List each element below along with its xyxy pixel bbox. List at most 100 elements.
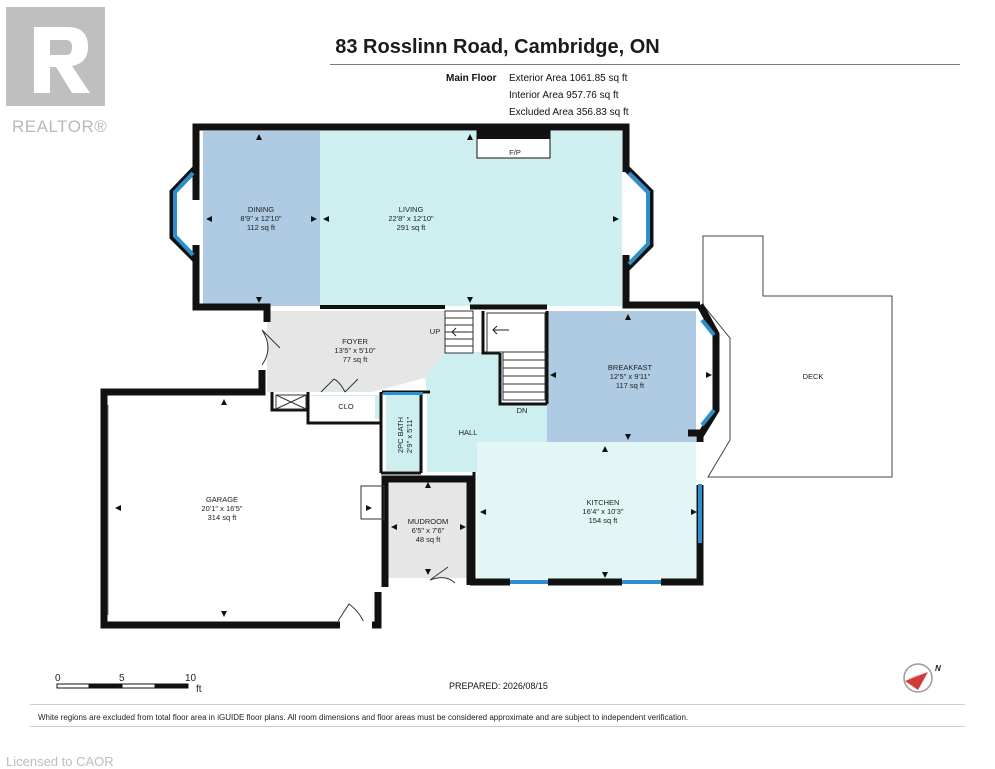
dining-area: 112 sq ft	[247, 223, 276, 232]
svg-text:48 sq ft: 48 sq ft	[416, 535, 442, 544]
breakfast-fill	[547, 311, 696, 442]
doors	[261, 329, 456, 626]
deck-label: DECK	[803, 372, 824, 381]
deck-outline	[702, 235, 893, 478]
excluded-area: Excluded Area 356.83 sq ft	[509, 107, 629, 118]
floor-name: Main Floor	[446, 73, 497, 84]
living-area: 291 sq ft	[397, 223, 427, 232]
kitchen-dims: 16'4" x 10'3"	[582, 507, 623, 516]
living-name: LIVING	[399, 205, 424, 214]
svg-text:8'9" x 12'10": 8'9" x 12'10"	[240, 214, 281, 223]
breakfast-dims: 12'5" x 9'11"	[610, 372, 651, 381]
license-watermark: Licensed to CAOR	[6, 754, 114, 769]
scale-unit: ft	[196, 684, 202, 695]
scale-label-10: 10	[185, 673, 197, 684]
svg-text:FOYER: FOYER	[342, 337, 368, 346]
svg-text:20'1" x 16'5": 20'1" x 16'5"	[201, 504, 242, 513]
svg-text:6'5" x 7'6": 6'5" x 7'6"	[412, 526, 445, 535]
svg-text:DN: DN	[517, 406, 528, 415]
dining-dims: 8'9" x 12'10"	[240, 214, 281, 223]
garage-fill	[112, 396, 375, 620]
breakfast-area: 117 sq ft	[616, 381, 645, 390]
breakfast-name: BREAKFAST	[608, 363, 653, 372]
svg-text:12'5" x 9'11": 12'5" x 9'11"	[610, 372, 651, 381]
interior-area: Interior Area 957.76 sq ft	[509, 90, 619, 101]
scale-label-0: 0	[55, 673, 61, 684]
svg-text:N: N	[935, 664, 941, 673]
fireplace-hearth	[477, 131, 550, 139]
svg-text:112 sq ft: 112 sq ft	[247, 223, 276, 232]
stairs-up	[444, 310, 474, 354]
scale-bar	[56, 683, 189, 689]
svg-text:13'5" x 5'10": 13'5" x 5'10"	[334, 346, 375, 355]
stairs-down-label: DN	[517, 406, 528, 415]
bay-window-left-glass	[173, 171, 195, 257]
svg-text:UP: UP	[430, 327, 440, 336]
svg-text:314 sq ft: 314 sq ft	[208, 513, 238, 522]
scale-label-5: 5	[119, 673, 125, 684]
svg-text:BREAKFAST: BREAKFAST	[608, 363, 653, 372]
svg-text:DECK: DECK	[803, 372, 824, 381]
svg-text:154 sq ft: 154 sq ft	[589, 516, 619, 525]
foyer-dims: 13'5" x 5'10"	[334, 346, 375, 355]
bath-window-frame	[383, 392, 423, 395]
bath-name: 2PC BATH	[396, 417, 405, 453]
svg-text:GARAGE: GARAGE	[206, 495, 238, 504]
garage-dims: 20'1" x 16'5"	[201, 504, 242, 513]
bath-fill	[386, 395, 420, 471]
svg-text:0: 0	[55, 673, 61, 684]
compass-icon	[903, 663, 933, 693]
garage-area: 314 sq ft	[208, 513, 238, 522]
stair-arrows	[451, 325, 509, 337]
breakfast-bay-glass	[700, 318, 716, 427]
garage-closet-cross	[275, 394, 307, 410]
svg-text:ft: ft	[196, 684, 202, 695]
realtor-logo-mark	[6, 7, 105, 106]
svg-text:CLO: CLO	[338, 402, 354, 411]
realtor-logo-text: REALTOR®	[12, 117, 108, 136]
garage-door-gap	[340, 621, 372, 629]
svg-text:22'8" x 12'10": 22'8" x 12'10"	[388, 214, 434, 223]
footer-divider-bottom	[30, 726, 965, 727]
foyer-name: FOYER	[342, 337, 368, 346]
svg-text:291 sq ft: 291 sq ft	[397, 223, 427, 232]
exterior-area: Exterior Area 1061.85 sq ft	[509, 73, 628, 84]
foyer-fill	[267, 311, 445, 392]
kitchen-fill	[477, 442, 696, 579]
svg-text:117 sq ft: 117 sq ft	[616, 381, 645, 390]
svg-text:KITCHEN: KITCHEN	[587, 498, 620, 507]
svg-text:2'9" x 5'11": 2'9" x 5'11"	[405, 416, 414, 453]
stairs-up-label: UP	[430, 327, 440, 336]
mudroom-fill	[388, 479, 470, 578]
disclaimer-text: White regions are excluded from total fl…	[38, 713, 689, 722]
hall-label: HALL	[459, 428, 478, 437]
interior-walls	[270, 311, 549, 582]
mudroom-dims: 6'5" x 7'6"	[412, 526, 445, 535]
svg-text:2PC BATH: 2PC BATH	[396, 417, 405, 453]
closet-label: CLO	[338, 402, 354, 411]
title-divider	[330, 64, 960, 65]
foyer-area: 77 sq ft	[343, 355, 369, 364]
kitchen-area: 154 sq ft	[589, 516, 619, 525]
exterior-walls	[100, 123, 704, 629]
realtor-logo: REALTOR®	[6, 7, 107, 136]
mudroom-name: MUDROOM	[408, 517, 448, 526]
prepared-date: PREPARED: 2026/08/15	[449, 681, 548, 691]
svg-text:MUDROOM: MUDROOM	[408, 517, 448, 526]
living-dims: 22'8" x 12'10"	[388, 214, 434, 223]
page-title: 83 Rosslinn Road, Cambridge, ON	[335, 36, 660, 58]
bath-dims: 2'9" x 5'11"	[405, 416, 414, 453]
dining-fill	[203, 131, 320, 306]
stairs-down	[486, 312, 546, 401]
mudroom-area: 48 sq ft	[416, 535, 442, 544]
breakfast-bay	[696, 303, 720, 438]
svg-text:HALL: HALL	[459, 428, 478, 437]
dimension-markers	[115, 134, 712, 617]
garage-name: GARAGE	[206, 495, 238, 504]
dining-name: DINING	[248, 205, 274, 214]
compass-north-label: N	[935, 664, 941, 673]
bay-window-right-glass	[627, 171, 650, 266]
fireplace-label: F/P	[509, 148, 521, 157]
svg-text:LIVING: LIVING	[399, 205, 424, 214]
